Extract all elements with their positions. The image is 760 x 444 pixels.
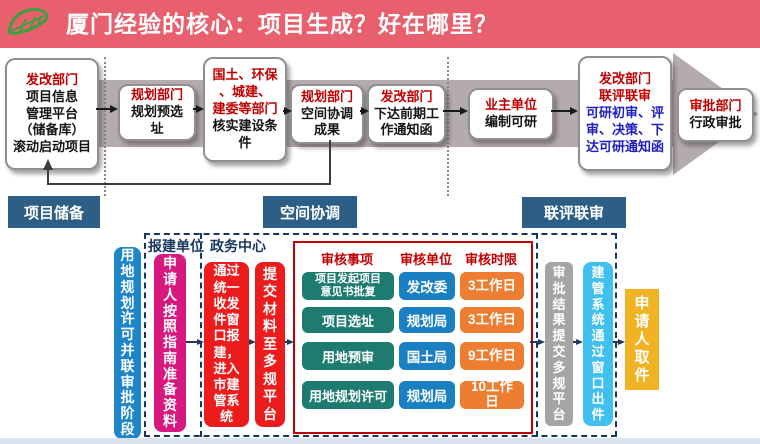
flow-box-body: 下达前期工 作通知函 xyxy=(373,105,439,138)
pickup-box: 申请人取件 xyxy=(625,289,659,390)
applicant-prep-text: 申请人按照指南准备资料 xyxy=(163,255,177,430)
flow-box-admin-approval: 审批部门 行政审批 xyxy=(677,88,754,142)
arrow-3-4-icon xyxy=(283,107,292,115)
feedback-arrow-icon xyxy=(43,140,331,185)
col-header-item: 审核事项 xyxy=(320,252,373,267)
result-submit-text: 审批结果提交多规平台 xyxy=(552,265,566,423)
time-cell: 10工作 日 xyxy=(460,379,524,409)
arrow-4-5-icon xyxy=(360,107,369,115)
flow-box-dept: 业主单位 xyxy=(484,97,537,113)
flow-box-body: 编制可研 xyxy=(484,114,537,129)
flow-box-verify-conditions: 国土、环保 、城建、 建委等部门 核实建设条 件 xyxy=(203,57,287,162)
arrow-5-6-icon xyxy=(443,107,468,115)
pickup-text: 申请人取件 xyxy=(634,294,650,384)
zone-label-service-center: 政务中心 xyxy=(210,238,266,254)
flow-box-joint-review: 发改部门 联评联审 可研初审、评 审、决策、下 达可研通知函 xyxy=(578,56,672,171)
approval-stage-container xyxy=(144,233,617,437)
window-submit-box: 通过统一收发件窗口报建，进入市建管系统 xyxy=(204,262,249,427)
item-cell: 项目选址 xyxy=(302,307,394,333)
arrow-6-7-icon xyxy=(551,107,578,115)
unit-cell: 国土局 xyxy=(399,342,455,370)
page-title: 厦门经验的核心：项目生成？好在哪里？ xyxy=(66,11,498,37)
flow-box-body: 核实建设条 件 xyxy=(212,117,278,150)
flow-box-notice-letter: 发改部门 下达前期工 作通知函 xyxy=(367,84,446,144)
unit-cell: 规划局 xyxy=(399,381,455,409)
stage-label-box: 用地规划许可并联审批阶段 xyxy=(114,247,141,439)
unit-cell: 发改委 xyxy=(399,272,455,300)
arrow-2-3-icon xyxy=(193,105,204,113)
zone-label-applicant-unit: 报建单位 xyxy=(148,238,204,254)
item-cell: 用地规划许可 xyxy=(302,381,394,409)
submit-platform-box: 提交材料至多规平台 xyxy=(255,262,285,427)
col-header-time: 审核时限 xyxy=(464,252,517,267)
phase-label-coordination: 空间协调 xyxy=(263,196,357,228)
arrow-result-out-icon xyxy=(573,339,583,345)
phase-divider-2 xyxy=(447,57,449,196)
arrow-out-pickup-icon xyxy=(613,339,625,345)
review-table-panel: 审核事项 审核单位 审核时限 项目发起项目 意见书批复 发改委 3工作日 项目选… xyxy=(293,241,533,434)
flow-box-body: 空间协调 成果 xyxy=(300,105,353,138)
arrow-1-2-icon xyxy=(96,105,118,113)
flow-box-dept: 国土、环保 、城建、 建委等部门 xyxy=(212,67,278,117)
flow-box-planning-preselect: 规划部门 规划预选 址 xyxy=(118,84,196,141)
flow-box-dept: 规划部门 xyxy=(300,88,353,104)
item-cell: 用地预审 xyxy=(302,342,394,370)
flow-box-body: 规划预选 址 xyxy=(130,104,183,136)
time-cell: 3工作日 xyxy=(460,307,524,333)
item-cell: 项目发起项目 意见书批复 xyxy=(302,272,394,300)
phase-label-joint-review: 联评联审 xyxy=(522,197,626,228)
time-cell: 3工作日 xyxy=(460,272,524,300)
flow-box-feasibility-study: 业主单位 编制可研 xyxy=(468,88,554,140)
phase-label-reserve: 项目储备 xyxy=(8,196,100,228)
result-submit-box: 审批结果提交多规平台 xyxy=(545,262,573,426)
bottom-strip xyxy=(0,438,760,444)
flow-box-dept: 规划部门 xyxy=(130,87,183,103)
unit-cell: 规划局 xyxy=(399,307,455,333)
time-cell: 9工作日 xyxy=(460,342,524,370)
zone-divider-1 xyxy=(200,233,202,437)
submit-platform-text: 提交材料至多规平台 xyxy=(263,265,277,422)
leaf-icon xyxy=(7,8,49,35)
flow-box-space-coordination: 规划部门 空间协调 成果 xyxy=(290,84,364,144)
flow-box-body: 可研初审、评 审、决策、下 达可研通知函 xyxy=(585,105,664,154)
window-submit-text: 通过统一收发件窗口报建，进入市建管系统 xyxy=(213,263,240,425)
header-bar: 厦门经验的核心：项目生成？好在哪里？ xyxy=(0,0,760,48)
arrow-submit-platform-icon xyxy=(249,339,256,345)
zone-divider-2 xyxy=(536,233,538,437)
phase-divider-1 xyxy=(104,57,106,196)
arrow-table-result-icon xyxy=(530,339,545,345)
flow-box-dept: 发改部门 联评联审 xyxy=(598,71,651,104)
flow-box-body: 项目信息 管理平台 （储备库） 滚动启动项目 xyxy=(12,88,91,155)
applicant-prep-box: 申请人按照指南准备资料 xyxy=(154,254,186,432)
flow-box-dept: 发改部门 xyxy=(380,88,433,104)
arrow-platform-table-icon xyxy=(285,339,294,345)
stage-label-text: 用地规划许可并联审批阶段 xyxy=(120,247,135,437)
window-out-box: 建管系统通过窗口出件 xyxy=(583,262,613,426)
window-out-text: 建管系统通过窗口出件 xyxy=(591,265,605,423)
flow-box-dept: 发改部门 xyxy=(25,71,78,87)
flow-box-body: 行政审批 xyxy=(689,115,742,130)
flow-box-dept: 审批部门 xyxy=(689,98,742,114)
col-header-unit: 审核单位 xyxy=(399,252,452,267)
arrow-prep-submit-icon xyxy=(186,339,204,345)
